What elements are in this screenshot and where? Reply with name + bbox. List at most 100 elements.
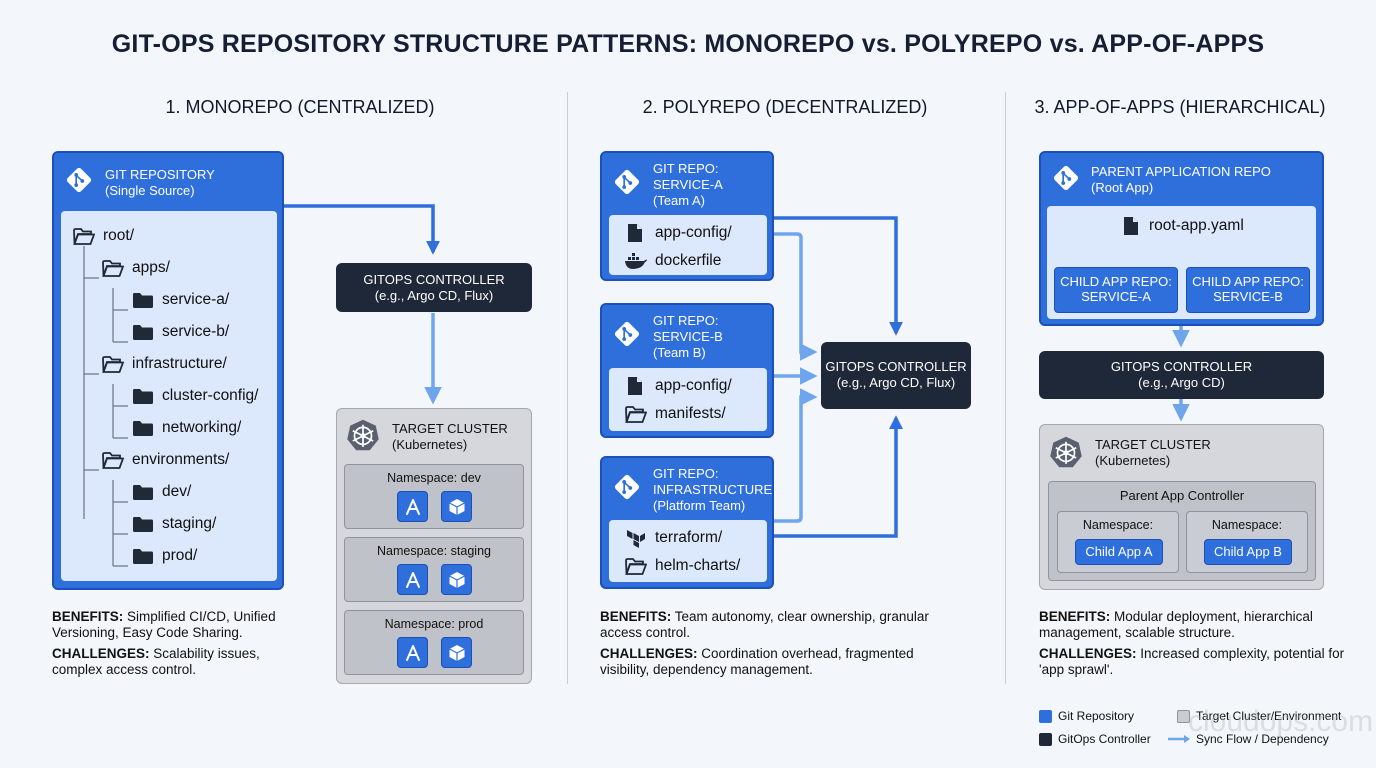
benefits: BENEFITS: Team autonomy, clear ownership… (600, 609, 929, 640)
repo-subtitle: (Single Source) (105, 183, 195, 198)
tree-label: networking/ (162, 419, 242, 436)
monorepo-heading: 1. MONOREPO (CENTRALIZED) (165, 97, 435, 117)
tree-item-dev[interactable]: dev/ (132, 482, 191, 502)
namespace-b[interactable]: Namespace: Child App B (1186, 511, 1308, 573)
namespace-staging[interactable]: Namespace: staging (344, 537, 524, 602)
terraform-icon (625, 528, 645, 548)
parent-app-controller: Parent App Controller Namespace: Child A… (1048, 481, 1316, 581)
polyrepo-heading: 2. POLYREPO (DECENTRALIZED) (642, 97, 928, 117)
folder-open-icon (73, 228, 95, 245)
tree-item-networking[interactable]: networking/ (132, 418, 241, 438)
arrow-icon (1168, 735, 1190, 743)
namespace-a[interactable]: Namespace: Child App A (1057, 511, 1179, 573)
git-icon (64, 165, 94, 195)
watermark: cloudops.com (1188, 705, 1374, 738)
challenges: CHALLENGES: Scalability issues, complex … (52, 646, 260, 677)
repo-title: GIT REPOSITORY (105, 167, 215, 182)
cube-icon[interactable] (441, 491, 472, 522)
tree-item-service-a[interactable]: service-a/ (132, 290, 229, 310)
monorepo-git-repository: GIT REPOSITORY (Single Source) root/ app… (52, 151, 284, 590)
legend-swatch (1039, 732, 1052, 746)
folder-open-icon (625, 558, 647, 575)
cube-icon[interactable] (441, 564, 472, 595)
docker-icon (624, 252, 648, 270)
folder-icon (132, 420, 154, 437)
polyrepo-infrastructure-repo: GIT REPO:INFRASTRUCTURE(Platform Team) t… (600, 456, 774, 589)
repo-item-helm-charts[interactable]: helm-charts/ (625, 557, 740, 575)
monorepo-target-cluster: TARGET CLUSTER (Kubernetes) Namespace: d… (336, 408, 532, 684)
arrow-repo-to-controller (284, 204, 440, 255)
appofapps-target-cluster: TARGET CLUSTER (Kubernetes) Parent App C… (1039, 424, 1324, 590)
parent-app-controller-label: Parent App Controller (1119, 488, 1245, 503)
challenges: CHALLENGES: Increased complexity, potent… (1039, 646, 1345, 677)
cube-icon[interactable] (441, 637, 472, 668)
kubernetes-icon (1049, 435, 1083, 469)
repo-item-app-config[interactable]: app-config/ (627, 223, 732, 243)
tree-label: prod/ (162, 547, 198, 564)
root-app-file[interactable]: root-app.yaml (1123, 216, 1244, 236)
arrow-infra-to-controller (773, 415, 903, 538)
namespace-dev[interactable]: Namespace: dev (344, 464, 524, 529)
appofapps-notes: BENEFITS: Modular deployment, hierarchic… (1039, 609, 1349, 678)
repo-contents: terraform/ helm-charts/ (609, 520, 767, 582)
cluster-subtitle: (Kubernetes) (392, 437, 468, 452)
folder-icon (132, 324, 154, 341)
folder-open-icon (102, 260, 124, 277)
repo-item-dockerfile[interactable]: dockerfile (624, 252, 721, 270)
file-icon (627, 376, 643, 396)
monorepo-notes: BENEFITS: Simplified CI/CD, Unified Vers… (52, 609, 302, 678)
tree-label: environments/ (132, 451, 230, 468)
child-app-b[interactable]: Child App B (1204, 539, 1292, 565)
tree-item-apps[interactable]: apps/ (102, 258, 170, 278)
tree-label: apps/ (132, 259, 170, 276)
benefits: BENEFITS: Simplified CI/CD, Unified Vers… (52, 609, 276, 640)
tree-item-service-b[interactable]: service-b/ (132, 322, 229, 342)
tree-item-cluster-config[interactable]: cluster-config/ (132, 386, 258, 406)
repo-item-app-config[interactable]: app-config/ (627, 376, 732, 396)
legend-gitops-controller: GitOps Controller (1039, 732, 1151, 746)
benefits: BENEFITS: Modular deployment, hierarchic… (1039, 609, 1313, 640)
repo-title: GIT REPO:SERVICE-A(Team A) (653, 161, 723, 208)
child-app-a[interactable]: Child App A (1075, 539, 1163, 565)
tree-item-infrastructure[interactable]: infrastructure/ (102, 354, 227, 374)
folder-icon (132, 388, 154, 405)
legend-target-cluster: Target Cluster/Environment (1177, 709, 1341, 723)
file-icon (627, 223, 643, 243)
cluster-title: TARGET CLUSTER (1095, 437, 1211, 452)
tree-item-prod[interactable]: prod/ (132, 546, 197, 566)
child-app-repo-service-a[interactable]: CHILD APP REPO:SERVICE-A (1054, 267, 1178, 313)
folder-open-icon (625, 406, 647, 423)
app-icon[interactable] (397, 637, 428, 668)
tree-label: service-a/ (162, 291, 230, 308)
tree-item-staging[interactable]: staging/ (132, 514, 216, 534)
repo-item-manifests[interactable]: manifests/ (625, 405, 726, 423)
controller-subtitle: (e.g., Argo CD, Flux) (374, 288, 494, 303)
repo-title: GIT REPO:INFRASTRUCTURE(Platform Team) (653, 466, 773, 513)
legend-swatch (1039, 709, 1052, 723)
arrow-infra-sync (773, 388, 818, 523)
folder-icon (132, 548, 154, 565)
tree-item-root[interactable]: root/ (73, 226, 134, 246)
polyrepo-service-b-repo: GIT REPO:SERVICE-B(Team B) app-config/ m… (600, 303, 774, 438)
namespace-prod[interactable]: Namespace: prod (344, 610, 524, 675)
tree-label: cluster-config/ (162, 387, 259, 404)
legend-git-repository: Git Repository (1039, 709, 1134, 723)
repo-subtitle: (Root App) (1091, 180, 1154, 195)
child-app-repo-service-b[interactable]: CHILD APP REPO:SERVICE-B (1186, 267, 1310, 313)
parent-application-repo: PARENT APPLICATION REPO (Root App) root-… (1039, 151, 1324, 326)
app-icon[interactable] (397, 491, 428, 522)
namespace-label: Namespace: staging (377, 544, 491, 558)
repo-item-terraform[interactable]: terraform/ (625, 528, 722, 548)
app-icon[interactable] (397, 564, 428, 595)
folder-icon (132, 516, 154, 533)
tree-item-environments[interactable]: environments/ (102, 450, 229, 470)
controller-title: GITOPS CONTROLLER (1110, 359, 1253, 374)
git-icon (612, 319, 642, 349)
git-icon (1051, 163, 1081, 193)
parent-repo-contents: root-app.yaml CHILD APP REPO:SERVICE-A C… (1047, 206, 1316, 319)
polyrepo-gitops-controller: GITOPS CONTROLLER (e.g., Argo CD, Flux) (821, 342, 971, 409)
git-icon (612, 167, 642, 197)
column-divider (567, 92, 568, 684)
tree-lines (83, 246, 128, 567)
namespace-label: Namespace: dev (387, 471, 481, 485)
